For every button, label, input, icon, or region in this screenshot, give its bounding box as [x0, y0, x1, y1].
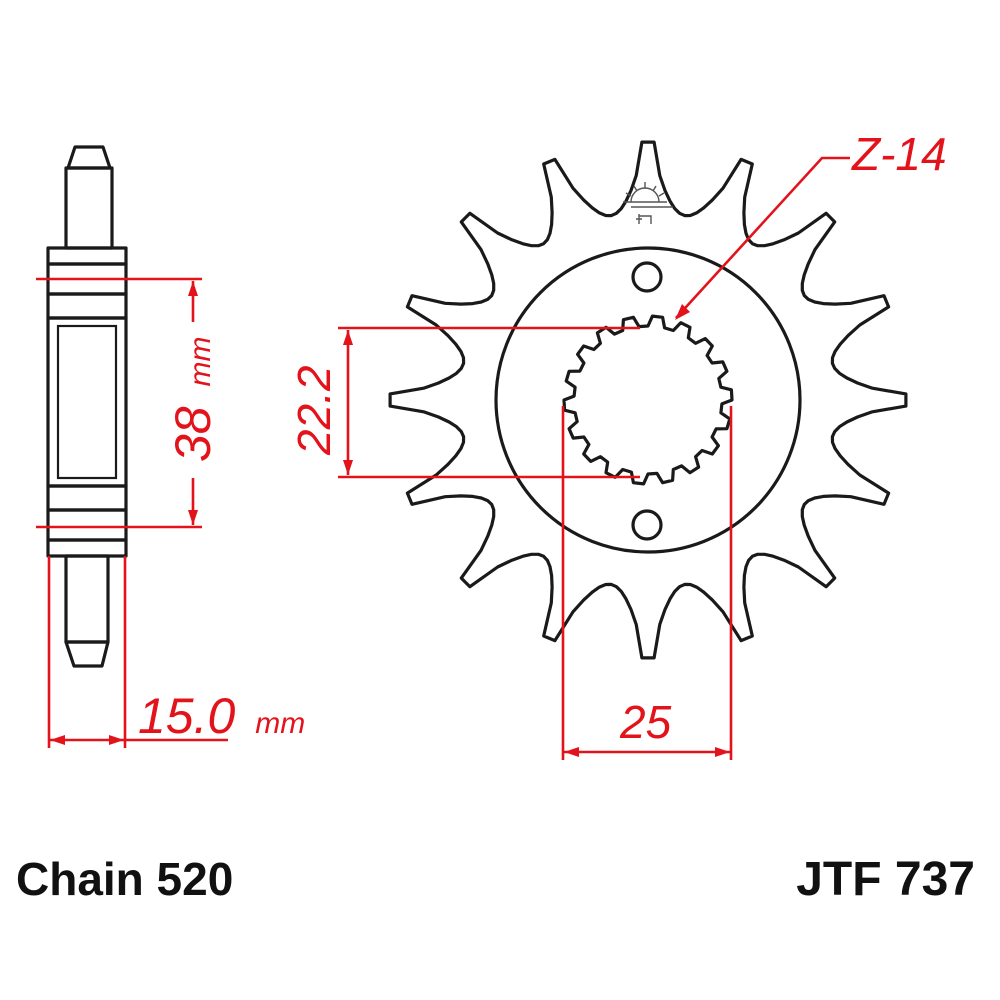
height-dimension: 38 mm — [36, 277, 221, 529]
spline-height-dimension: 22.2 — [288, 326, 640, 479]
mounting-hole-top — [631, 261, 663, 293]
side-top-hub — [46, 246, 128, 320]
leader-arrow-icon — [675, 304, 690, 320]
manufacturer-emblem-icon — [623, 182, 673, 224]
side-view: 38 mm 15.0 mm — [36, 145, 305, 748]
hub-circle — [494, 246, 802, 554]
arrow-right-icon — [109, 735, 124, 745]
spline-width-value: 25 — [619, 696, 672, 748]
front-view: 22.2 25 Z-14 — [288, 128, 947, 760]
arrow-up-icon — [343, 330, 353, 345]
arrow-up-icon — [188, 281, 198, 296]
width-unit: mm — [255, 707, 305, 740]
side-top-tooth — [64, 145, 114, 250]
width-value: 15.0 — [138, 688, 236, 744]
part-number-label: JTF 737 — [796, 853, 975, 906]
side-bore — [46, 316, 128, 488]
mounting-hole-bottom — [631, 509, 663, 541]
height-value: 38 — [165, 406, 221, 462]
spline-height-value: 22.2 — [288, 365, 340, 456]
sprocket-outer-profile — [388, 140, 908, 660]
teeth-count-label: Z-14 — [851, 128, 947, 180]
arrow-right-icon — [715, 747, 730, 757]
spline-width-dimension: 25 — [561, 406, 733, 760]
svg-text:15.0 mm: 15.0 mm — [138, 688, 305, 744]
teeth-count-callout: Z-14 — [675, 128, 947, 320]
svg-text:38 mm: 38 mm — [165, 336, 221, 462]
height-unit: mm — [184, 336, 217, 386]
side-bottom-tooth — [64, 554, 110, 668]
arrow-left-icon — [50, 735, 65, 745]
arrow-down-icon — [343, 460, 353, 475]
width-dimension: 15.0 mm — [47, 556, 305, 748]
arrow-left-icon — [564, 747, 579, 757]
chain-size-label: Chain 520 — [16, 853, 233, 905]
spline-bore — [562, 314, 734, 486]
side-bottom-hub — [46, 484, 128, 558]
arrow-down-icon — [188, 510, 198, 525]
